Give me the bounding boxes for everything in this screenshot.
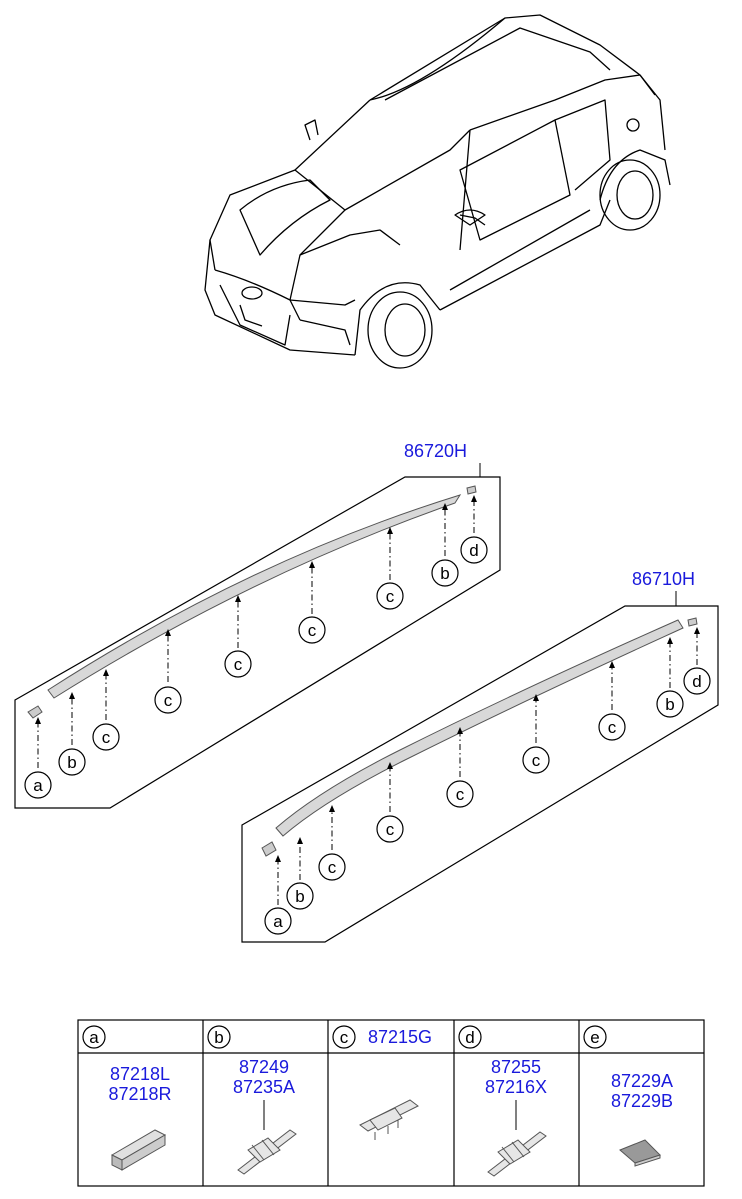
- part-number-87255[interactable]: 87255: [491, 1057, 541, 1077]
- callout-c[interactable]: c: [522, 746, 550, 774]
- callout-c[interactable]: c: [298, 616, 326, 644]
- callout-c[interactable]: c: [376, 815, 404, 843]
- legend-letter-d: d: [465, 1028, 474, 1047]
- svg-text:c: c: [328, 858, 337, 877]
- assembly-frame: [14, 476, 501, 809]
- svg-text:b: b: [67, 753, 76, 772]
- callout-b[interactable]: b: [58, 748, 86, 776]
- roof-molding-strip-icon: [275, 619, 684, 837]
- legend-letter-b: b: [214, 1028, 223, 1047]
- roof-molding-strip-icon: [47, 494, 462, 699]
- callout-c[interactable]: c: [376, 582, 404, 610]
- callout-d[interactable]: d: [460, 536, 488, 564]
- callout-b[interactable]: b: [431, 559, 459, 587]
- legend-letter-e: e: [590, 1028, 599, 1047]
- clip-e-icon: [619, 1139, 661, 1167]
- svg-text:c: c: [608, 718, 617, 737]
- svg-text:b: b: [665, 695, 674, 714]
- assembly-frame: [241, 605, 719, 943]
- end-cap-d-icon: [466, 485, 477, 495]
- callout-b[interactable]: b: [286, 882, 314, 910]
- legend-cell-d: d 87255 87216X: [458, 1025, 548, 1177]
- svg-text:c: c: [164, 691, 173, 710]
- svg-text:c: c: [308, 621, 317, 640]
- callout-a[interactable]: a: [24, 771, 52, 799]
- callout-c[interactable]: c: [318, 853, 346, 881]
- svg-text:c: c: [234, 655, 243, 674]
- legend-cell-e: e 87229A 87229B: [583, 1025, 673, 1167]
- car-illustration-icon: [204, 14, 671, 369]
- svg-text:a: a: [273, 912, 283, 931]
- legend-cell-a: a 87218L 87218R: [82, 1025, 172, 1171]
- part-number-87235A[interactable]: 87235A: [233, 1077, 295, 1097]
- svg-text:b: b: [440, 564, 449, 583]
- svg-text:a: a: [33, 776, 43, 795]
- callout-c[interactable]: c: [224, 650, 252, 678]
- svg-text:b: b: [295, 887, 304, 906]
- part-number-87229A[interactable]: 87229A: [611, 1071, 673, 1091]
- callout-c[interactable]: c: [598, 713, 626, 741]
- assembly-86710H: 86710H a: [241, 569, 719, 943]
- part-number-87218L[interactable]: 87218L: [110, 1064, 170, 1084]
- svg-text:c: c: [386, 587, 395, 606]
- part-number-87215G[interactable]: 87215G: [368, 1027, 432, 1047]
- part-number-86720H[interactable]: 86720H: [404, 441, 467, 461]
- svg-text:c: c: [456, 785, 465, 804]
- callout-a[interactable]: a: [264, 907, 292, 935]
- end-cap-a-icon: [27, 705, 43, 719]
- clip-b-icon: [237, 1129, 297, 1175]
- callout-c[interactable]: c: [154, 686, 182, 714]
- part-number-87249[interactable]: 87249: [239, 1057, 289, 1077]
- assembly-86720H: 86720H: [14, 441, 501, 809]
- svg-text:c: c: [102, 728, 111, 747]
- end-cap-a-icon: [261, 841, 277, 857]
- part-number-87229B[interactable]: 87229B: [611, 1091, 673, 1111]
- end-cap-d-icon: [687, 617, 698, 627]
- callout-c[interactable]: c: [446, 780, 474, 808]
- svg-text:d: d: [469, 541, 478, 560]
- legend-cell-c: c 87215G: [332, 1025, 432, 1140]
- legend-table: a 87218L 87218R b 87249 87235A: [77, 1019, 705, 1187]
- clip-d-icon: [487, 1131, 547, 1177]
- clip-c-icon: [359, 1099, 419, 1140]
- svg-text:d: d: [692, 672, 701, 691]
- callout-d[interactable]: d: [683, 667, 711, 695]
- clip-a-icon: [110, 1129, 167, 1171]
- part-number-86710H[interactable]: 86710H: [632, 569, 695, 589]
- legend-letter-a: a: [89, 1028, 99, 1047]
- part-number-87218R[interactable]: 87218R: [108, 1084, 171, 1104]
- legend-cell-b: b 87249 87235A: [207, 1025, 297, 1175]
- svg-text:c: c: [532, 751, 541, 770]
- svg-text:c: c: [386, 820, 395, 839]
- legend-letter-c: c: [340, 1028, 349, 1047]
- callout-b[interactable]: b: [656, 690, 684, 718]
- part-number-87216X[interactable]: 87216X: [485, 1077, 547, 1097]
- callout-c[interactable]: c: [92, 723, 120, 751]
